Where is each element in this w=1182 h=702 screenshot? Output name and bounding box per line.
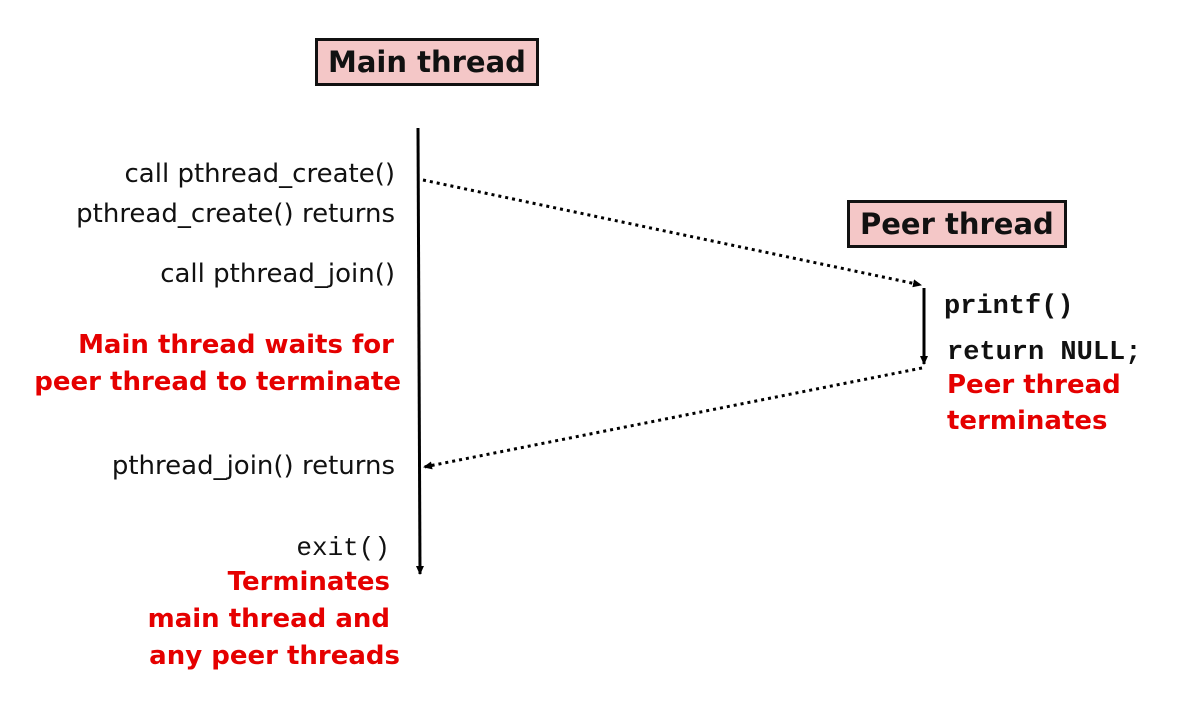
create-dotted-arrow (422, 178, 922, 288)
call-pthread-join-label: call pthread_join() (160, 259, 395, 289)
peer-thread-title: Peer thread (847, 200, 1067, 248)
main-waits-line1: Main thread waits for (78, 330, 394, 360)
peer-terminates-line2: terminates (947, 406, 1108, 436)
main-waits-line2: peer thread to terminate (34, 367, 401, 397)
peer-terminates-line1: Peer thread (947, 370, 1121, 400)
exit-call-label: exit() (296, 533, 390, 563)
main-thread-timeline (415, 127, 424, 575)
main-thread-title: Main thread (315, 38, 539, 86)
printf-label: printf() (944, 292, 1074, 322)
main-terminates-line3: any peer threads (149, 641, 400, 671)
pthread-create-returns-label: pthread_create() returns (76, 199, 395, 229)
pthread-join-returns-label: pthread_join() returns (111, 451, 395, 481)
join-dotted-arrow (423, 366, 923, 470)
call-pthread-create-label: call pthread_create() (124, 159, 396, 189)
return-null-label: return NULL; (947, 338, 1142, 368)
main-terminates-line2: main thread and (147, 604, 390, 634)
main-terminates-line1: Terminates (227, 567, 390, 597)
